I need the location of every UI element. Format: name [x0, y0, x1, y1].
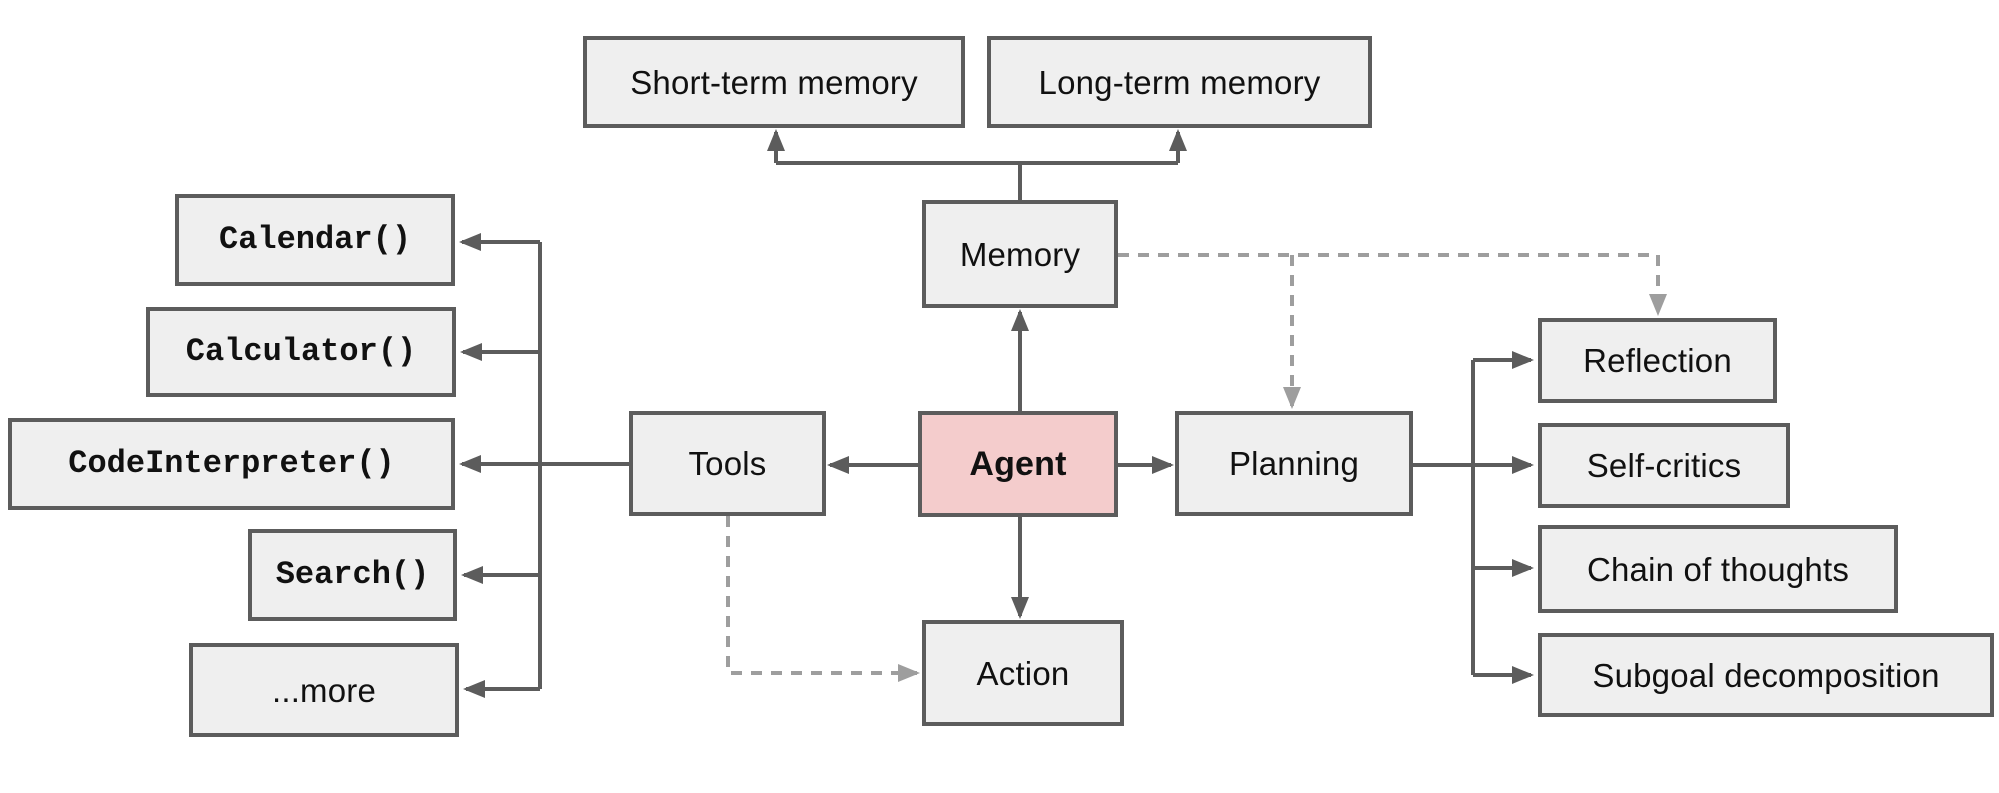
node-memory: Memory [922, 200, 1118, 308]
node-search: Search() [248, 529, 457, 621]
node-label-code-interpreter: CodeInterpreter() [68, 445, 395, 482]
node-self-critics: Self-critics [1538, 423, 1790, 508]
node-subgoal-decomposition: Subgoal decomposition [1538, 633, 1994, 717]
node-label-self-critics: Self-critics [1586, 447, 1742, 484]
node-label-long-term-memory: Long-term memory [1038, 63, 1321, 101]
node-label-reflection: Reflection [1583, 342, 1732, 379]
node-label-calendar: Calendar() [218, 221, 412, 258]
node-chain-of-thoughts: Chain of thoughts [1538, 525, 1898, 613]
node-label-action: Action [976, 654, 1070, 692]
node-action: Action [922, 620, 1124, 726]
node-short-term-memory: Short-term memory [583, 36, 965, 128]
node-planning: Planning [1175, 411, 1413, 516]
node-label-more-tools: ...more [271, 671, 377, 709]
node-label-agent: Agent [969, 445, 1067, 483]
node-label-tools: Tools [688, 445, 767, 482]
node-calculator: Calculator() [146, 307, 456, 397]
node-code-interpreter: CodeInterpreter() [8, 418, 455, 510]
node-tools: Tools [629, 411, 826, 516]
node-long-term-memory: Long-term memory [987, 36, 1372, 128]
node-label-planning: Planning [1228, 445, 1360, 482]
node-label-search: Search() [275, 556, 430, 593]
node-agent: Agent [918, 411, 1118, 517]
node-label-memory: Memory [959, 235, 1081, 273]
node-label-calculator: Calculator() [185, 333, 417, 370]
node-label-chain-of-thoughts: Chain of thoughts [1586, 550, 1850, 588]
node-calendar: Calendar() [175, 194, 455, 286]
node-label-short-term-memory: Short-term memory [630, 63, 918, 101]
node-reflection: Reflection [1538, 318, 1777, 403]
node-more-tools: ...more [189, 643, 459, 737]
edge-tools-to-action-dashed [726, 516, 920, 682]
node-label-subgoal-decomposition: Subgoal decomposition [1592, 656, 1940, 694]
